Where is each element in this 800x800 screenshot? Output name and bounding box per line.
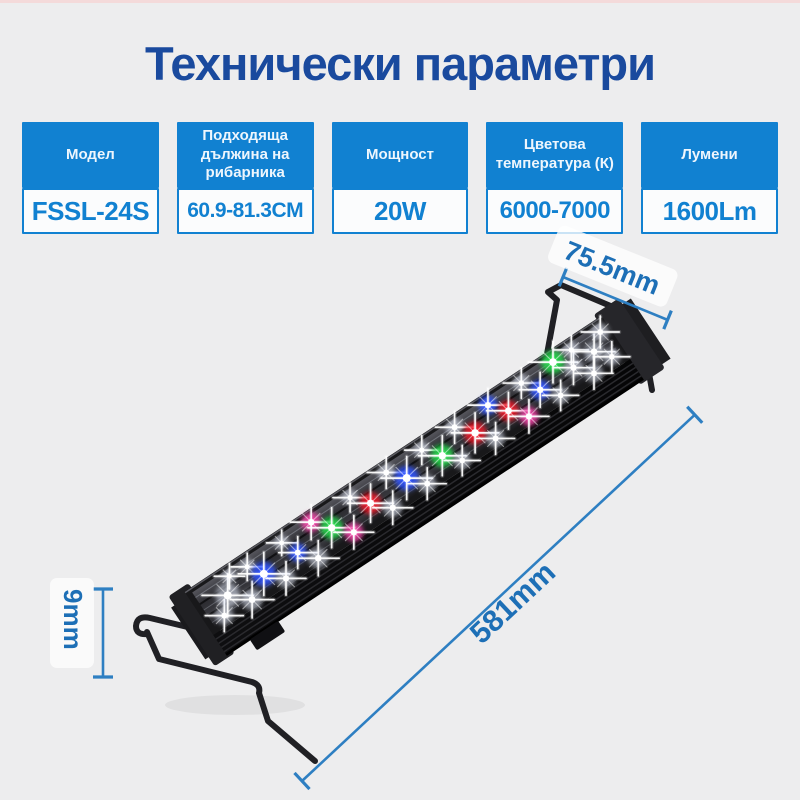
led-white-glint bbox=[552, 333, 591, 367]
spec-card-lumens: Лумени 1600Lm bbox=[641, 122, 778, 234]
end-cap-right bbox=[594, 299, 664, 384]
spec-card-model: Модел FSSL-24S bbox=[22, 122, 159, 234]
led-white-glint bbox=[264, 528, 299, 558]
end-plate-right bbox=[619, 298, 671, 367]
dimension-width-line bbox=[557, 267, 673, 330]
spec-card-color-temperature: Цветова температура (К) 6000-7000 bbox=[486, 122, 624, 234]
spec-card-tank-length: Подходяща дължина на рибарника 60.9-81.3… bbox=[176, 122, 314, 234]
spec-value: FSSL-24S bbox=[22, 188, 159, 234]
label-backdrop bbox=[548, 225, 678, 307]
spec-label: Подходяща дължина на рибарника bbox=[176, 122, 314, 188]
end-cap-left bbox=[169, 584, 234, 666]
led-white-glint bbox=[264, 559, 308, 598]
dimension-height-line bbox=[93, 587, 113, 679]
underside-connector bbox=[250, 621, 285, 650]
dimension-length-line bbox=[293, 405, 704, 791]
led-white-glint bbox=[442, 443, 483, 478]
spec-value: 60.9-81.3CM bbox=[176, 188, 314, 234]
dimension-height-label-group: 9mm bbox=[50, 578, 94, 668]
led-white-glint bbox=[406, 465, 449, 502]
led-magenta-glint bbox=[331, 513, 376, 552]
page-title: Технически параметри bbox=[144, 37, 656, 90]
led-strip-layer bbox=[200, 314, 632, 634]
heatsink-fin bbox=[221, 370, 639, 649]
top-accent-strip bbox=[0, 0, 800, 3]
spec-label: Мощност bbox=[331, 122, 469, 188]
spec-card-power: Мощност 20W bbox=[331, 122, 469, 234]
led-magenta-glint bbox=[506, 397, 551, 436]
dimension-length-label-group: 581mm bbox=[464, 556, 562, 651]
spec-value: 20W bbox=[331, 188, 469, 234]
spec-value: 1600Lm bbox=[641, 188, 778, 234]
led-white-glint bbox=[572, 355, 615, 392]
top-edge-highlight bbox=[184, 316, 603, 594]
dimension-width-label-group: 75.5mm bbox=[548, 225, 678, 307]
led-white-glint bbox=[330, 481, 370, 515]
heatsink-fin bbox=[218, 366, 637, 644]
led-white-glint bbox=[540, 378, 581, 413]
led-white-glint bbox=[433, 409, 476, 446]
led-blue-glint bbox=[465, 386, 510, 424]
heatsink-fin bbox=[215, 362, 634, 640]
heatsink-fin bbox=[223, 375, 642, 653]
led-white-glint bbox=[212, 561, 247, 592]
spec-value: 6000-7000 bbox=[486, 188, 624, 234]
bar-shadow bbox=[165, 695, 305, 715]
bottom-edge bbox=[225, 377, 644, 656]
spec-label: Цветова температура (К) bbox=[486, 122, 624, 188]
led-white-glint bbox=[551, 348, 596, 387]
spec-label: Модел bbox=[22, 122, 159, 188]
spec-table: Модел FSSL-24S Подходяща дължина на риба… bbox=[22, 122, 778, 234]
dimension-height-label: 9mm bbox=[58, 589, 88, 650]
led-white-glint bbox=[228, 579, 276, 621]
led-white-glint bbox=[579, 314, 622, 351]
label-backdrop bbox=[50, 578, 94, 668]
dimension-length-label: 581mm bbox=[464, 556, 562, 651]
led-white-glint bbox=[295, 538, 342, 578]
led-light-bar bbox=[169, 298, 671, 666]
led-white-glint bbox=[591, 339, 632, 374]
spec-label: Лумени bbox=[641, 122, 778, 188]
led-white-glint bbox=[474, 420, 517, 457]
led-white-glint bbox=[370, 488, 415, 527]
